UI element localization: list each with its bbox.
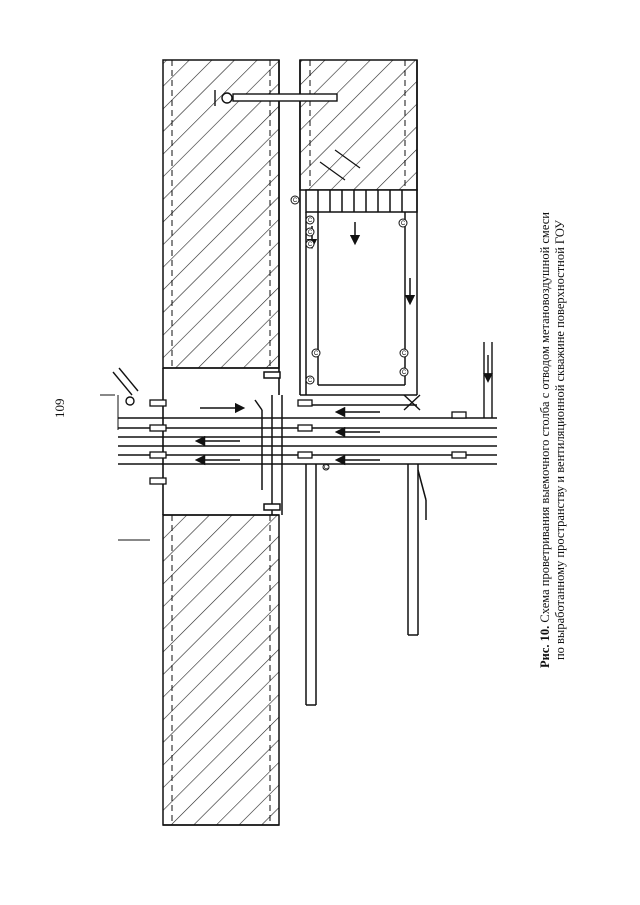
hatched-rock-left [162,59,280,826]
svg-text:С: С [308,378,313,384]
pipe-flanges [149,399,467,485]
circle-label: С [305,215,315,225]
frame-outline [162,60,418,826]
svg-text:С: С [402,351,407,357]
gas-pipe-top [214,90,338,106]
svg-text:С: С [401,221,406,227]
svg-text:С: С [324,465,329,471]
svg-text:С: С [314,351,319,357]
inclined-pipe-left [112,367,139,406]
circle-label: С [305,375,315,385]
guide-lines [100,394,150,541]
circle-label: С [305,239,315,249]
circle-labels: С С С С С С С С С С [290,195,409,471]
circle-label: С [311,348,321,358]
circle-label: С [399,348,409,358]
circle-label: С [399,367,409,377]
circle-label: С [305,227,315,237]
svg-text:С: С [293,198,298,204]
vertical-crosscut [254,371,283,515]
circle-label: С [322,463,330,471]
circle-label: С [398,218,408,228]
lower-drifts [305,464,427,706]
circle-label: С [290,195,300,205]
svg-text:С: С [308,242,313,248]
vent-borehole-pipe [403,342,493,418]
face-marker [319,149,361,181]
svg-text:С: С [308,230,313,236]
svg-text:С: С [402,370,407,376]
svg-text:С: С [308,218,313,224]
hatched-rock-right [299,59,418,191]
